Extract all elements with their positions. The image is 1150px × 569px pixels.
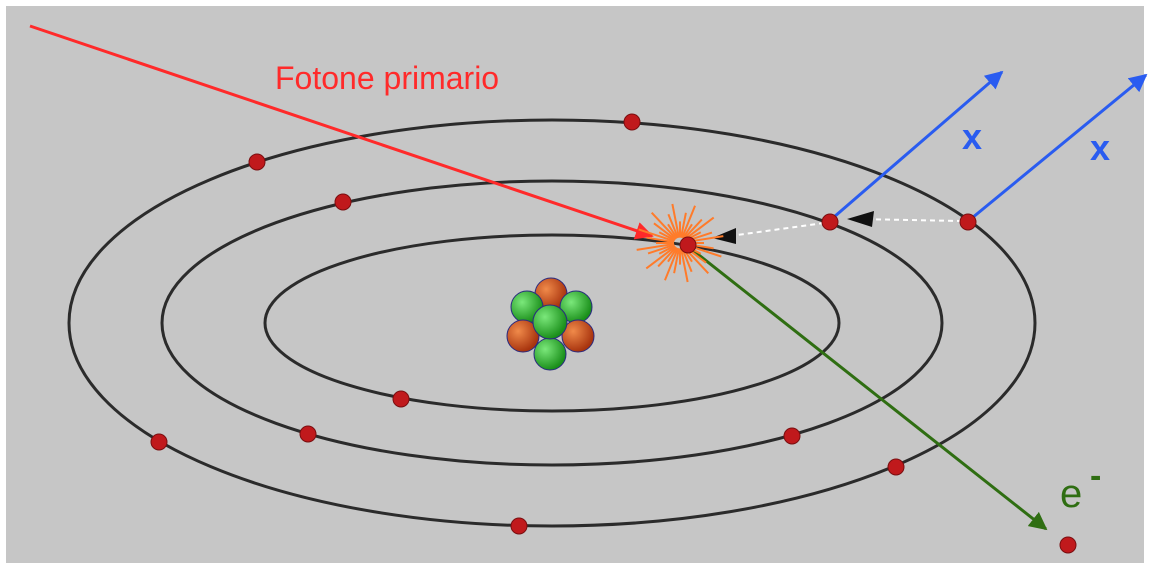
primary-photon-arrow xyxy=(29,24,654,240)
primary-photon-label: Fotone primario xyxy=(275,60,499,96)
neutron xyxy=(532,304,568,340)
electron xyxy=(299,425,317,443)
electron-orbits xyxy=(67,118,1037,528)
burst-ray xyxy=(657,246,677,268)
nucleus xyxy=(506,277,595,371)
burst-ray xyxy=(673,248,680,274)
electron xyxy=(510,517,528,535)
electron xyxy=(150,433,168,451)
burst-ray xyxy=(636,242,675,251)
burst-ray xyxy=(667,247,678,263)
xray-arrow-2 xyxy=(971,73,1148,220)
burst-ray xyxy=(664,247,679,281)
burst-ray xyxy=(658,231,676,242)
proton xyxy=(561,319,595,353)
burst-ray xyxy=(650,211,677,240)
electron-charge-label: - xyxy=(1090,457,1101,495)
electron-label: e xyxy=(1060,472,1082,516)
xray-label-1: x xyxy=(962,116,982,157)
transition-arrowhead-middle xyxy=(712,228,736,244)
diagram-background xyxy=(6,6,1144,563)
electron xyxy=(679,236,697,254)
photoelectron-arrow xyxy=(689,246,1048,531)
electron xyxy=(392,390,410,408)
burst-ray xyxy=(653,222,677,241)
burst-ray xyxy=(647,243,675,255)
burst-ray xyxy=(683,218,703,240)
electron xyxy=(783,427,801,445)
electrons xyxy=(150,113,1077,554)
electron xyxy=(623,113,641,131)
burst-ray xyxy=(683,216,715,241)
ejected-electron xyxy=(1059,536,1077,554)
burst-ray xyxy=(667,213,679,239)
burst-ray xyxy=(671,203,680,238)
transition-arrowhead-outer xyxy=(847,211,874,227)
electron xyxy=(887,458,905,476)
burst-ray xyxy=(680,248,689,283)
burst-ray xyxy=(680,212,687,238)
proton xyxy=(506,319,540,353)
burst-ray xyxy=(646,236,675,244)
electron xyxy=(959,213,977,231)
burst-ray xyxy=(638,228,675,243)
burst-ray xyxy=(658,244,676,255)
orbit-inner xyxy=(263,233,841,413)
burst-ray xyxy=(667,223,678,239)
electron xyxy=(248,153,266,171)
orbit-outer xyxy=(67,118,1037,528)
transition-arrow-middle xyxy=(729,222,825,237)
burst-ray xyxy=(682,223,693,239)
neutron xyxy=(533,337,567,371)
xray-arrow-1 xyxy=(833,70,1004,219)
electron xyxy=(821,213,839,231)
burst-ray xyxy=(681,205,696,239)
xray-label-2: x xyxy=(1090,127,1110,168)
burst-ray xyxy=(645,245,677,270)
orbit-middle xyxy=(160,179,944,467)
electron-transition-arrows xyxy=(712,211,963,244)
electron xyxy=(334,193,352,211)
